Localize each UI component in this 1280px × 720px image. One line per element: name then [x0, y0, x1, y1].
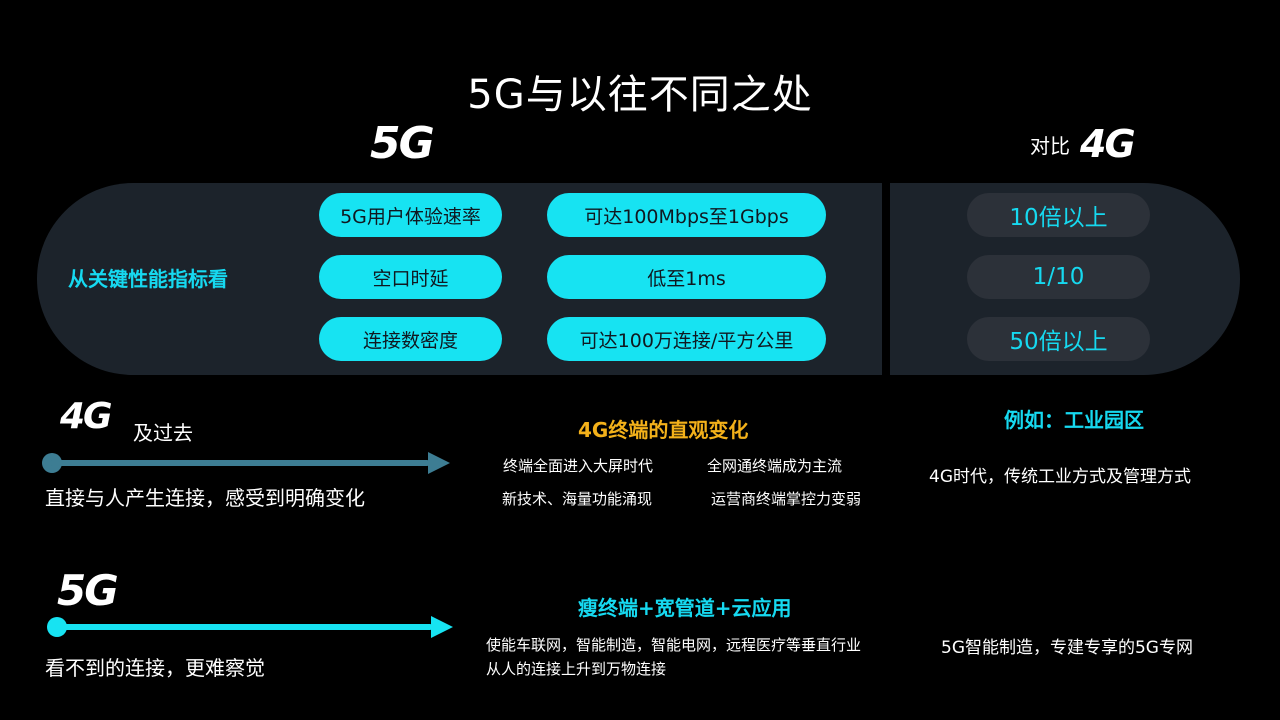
- metric-pill: 空口时延: [319, 255, 502, 299]
- list-item: 终端全面进入大屏时代: [503, 457, 654, 475]
- value-pill: 可达100Mbps至1Gbps: [547, 193, 826, 237]
- example-4g-text: 4G时代，传统工业方式及管理方式: [929, 467, 1191, 487]
- text-line: 从人的连接上升到万物连接: [486, 660, 667, 678]
- heading-5g-terminal: 瘦终端+宽管道+云应用: [578, 596, 792, 620]
- comparison-pill: 50倍以上: [967, 317, 1150, 361]
- subtitle-5g: 看不到的连接，更难察觉: [45, 656, 265, 680]
- heading-4g-terminal: 4G终端的直观变化: [578, 418, 749, 442]
- list-item: 新技术、海量功能涌现: [502, 490, 653, 508]
- 5g-logo-era: 5G: [57, 566, 119, 615]
- example-heading: 例如：工业园区: [1004, 408, 1144, 432]
- value-pill: 可达100万连接/平方公里: [547, 317, 826, 361]
- value-pill: 低至1ms: [547, 255, 826, 299]
- arrowhead-5g: [431, 616, 453, 638]
- 4g-logo-era: 4G: [60, 396, 113, 437]
- compare-label: 对比: [1030, 134, 1070, 158]
- comparison-pill: 10倍以上: [967, 193, 1150, 237]
- 5g-logo: 5G: [370, 118, 435, 169]
- metric-pill: 连接数密度: [319, 317, 502, 361]
- arrow-line-5g: [55, 624, 433, 630]
- kpi-panel-label: 从关键性能指标看: [68, 267, 228, 291]
- 4g-logo: 4G: [1080, 122, 1136, 166]
- list-item: 全网通终端成为主流: [707, 457, 843, 475]
- example-5g-text: 5G智能制造，专建专享的5G专网: [941, 638, 1193, 658]
- past-label: 及过去: [133, 421, 193, 445]
- page-title: 5G与以往不同之处: [467, 72, 813, 118]
- list-item: 运营商终端掌控力变弱: [711, 490, 862, 508]
- subtitle-4g: 直接与人产生连接，感受到明确变化: [45, 486, 365, 510]
- comparison-pill: 1/10: [967, 255, 1150, 299]
- metric-pill: 5G用户体验速率: [319, 193, 502, 237]
- arrow-line-4g: [50, 460, 430, 466]
- text-line: 使能车联网，智能制造，智能电网，远程医疗等垂直行业: [486, 636, 862, 654]
- arrowhead-4g: [428, 452, 450, 474]
